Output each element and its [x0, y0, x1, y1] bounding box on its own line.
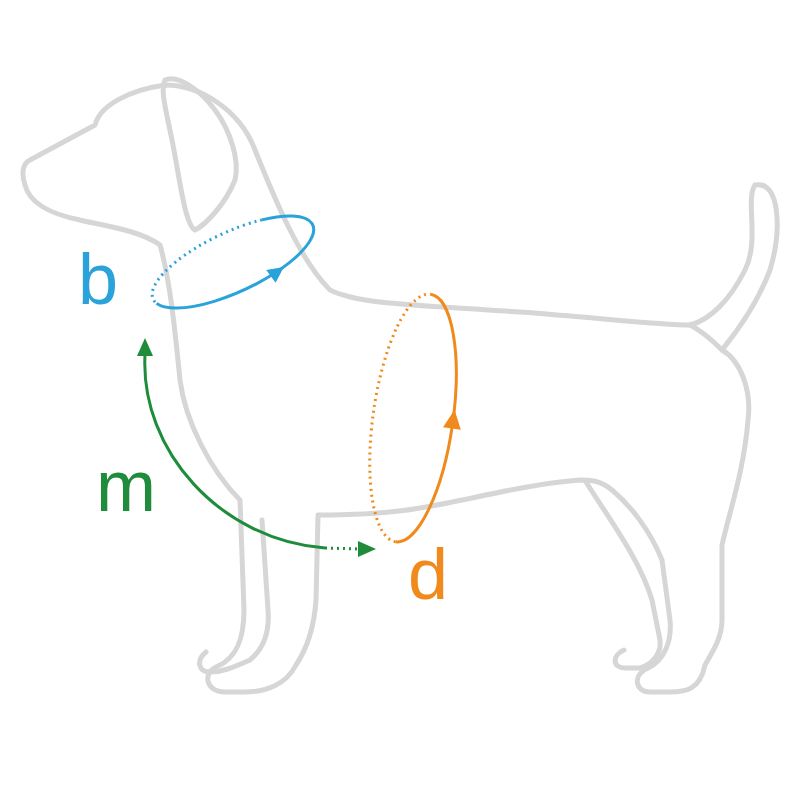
- measure-letter: d: [408, 538, 448, 610]
- neck-arrowhead: [266, 260, 288, 282]
- neck-loop-back: [141, 216, 276, 304]
- far-front-leg: [200, 520, 269, 672]
- dog-body: [23, 85, 777, 692]
- measure-letter: m: [96, 450, 156, 522]
- chest-arrowhead: [443, 408, 463, 429]
- neck-measure: [141, 198, 329, 333]
- dog-ear: [163, 79, 236, 230]
- length-arc: [145, 355, 325, 548]
- length-arc-dotted: [325, 548, 360, 549]
- length-arrowhead-top: [137, 338, 153, 356]
- chest-loop-back: [356, 289, 430, 542]
- chest-loop-front: [396, 294, 470, 547]
- chest-measure: [356, 289, 479, 549]
- tail-join: [690, 325, 722, 350]
- length-measure: [137, 338, 376, 557]
- length-arrowhead-end: [358, 541, 376, 557]
- measure-letter: b: [78, 243, 118, 315]
- far-back-leg: [586, 482, 660, 668]
- neck-loop-front: [143, 201, 325, 326]
- dog-outline: [23, 79, 777, 692]
